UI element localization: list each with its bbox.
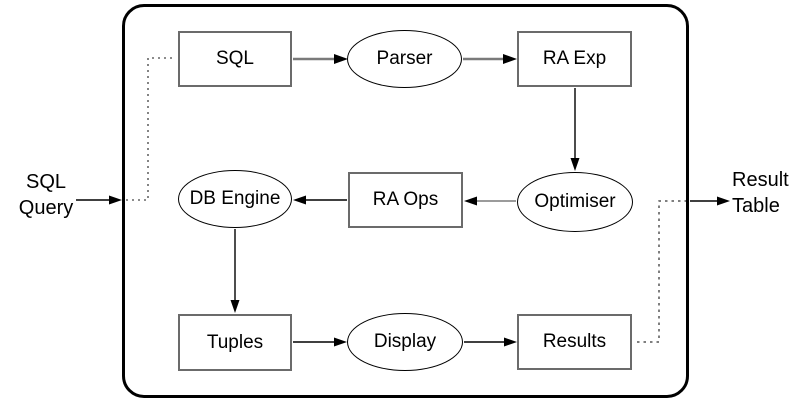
node-parser-label: Parser bbox=[376, 48, 433, 69]
node-ra-ops-label: RA Ops bbox=[372, 189, 439, 210]
node-ra-exp-label: RA Exp bbox=[542, 48, 607, 69]
node-ra-ops: RA Ops bbox=[348, 172, 463, 228]
edge-entry-dotted bbox=[126, 57, 174, 201]
output-label-line1: Result bbox=[732, 169, 789, 191]
node-parser: Parser bbox=[347, 30, 462, 88]
node-display: Display bbox=[347, 313, 463, 371]
edge-raexp-optimiser bbox=[570, 88, 580, 171]
edge-input-arrow bbox=[76, 195, 122, 205]
system-boundary bbox=[122, 4, 689, 398]
node-results: Results bbox=[517, 314, 632, 370]
output-label-line2: Table bbox=[732, 195, 780, 217]
node-tuples-label: Tuples bbox=[206, 331, 264, 353]
edge-dbengine-tuples bbox=[230, 229, 240, 313]
edge-display-results bbox=[464, 337, 517, 347]
node-ra-exp: RA Exp bbox=[517, 31, 632, 87]
edge-sql-parser bbox=[293, 54, 348, 64]
output-label: Result Table bbox=[732, 167, 811, 219]
edge-raops-dbengine bbox=[293, 195, 347, 205]
node-optimiser-label: Optimiser bbox=[534, 191, 616, 212]
input-label-line1: SQL bbox=[25, 171, 67, 193]
input-label: SQL Query bbox=[6, 169, 86, 221]
edge-exit-dotted bbox=[637, 200, 686, 343]
edge-parser-raexp bbox=[463, 54, 517, 64]
node-db-engine-label: DB Engine bbox=[189, 188, 281, 209]
input-label-line2: Query bbox=[18, 197, 74, 219]
edge-tuples-display bbox=[293, 337, 347, 347]
node-tuples: Tuples bbox=[178, 314, 292, 371]
node-results-label: Results bbox=[542, 331, 607, 352]
edge-optimiser-raops bbox=[464, 196, 516, 206]
node-display-label: Display bbox=[373, 331, 437, 352]
edge-output-arrow bbox=[690, 196, 730, 206]
node-sql: SQL bbox=[178, 31, 292, 87]
node-optimiser: Optimiser bbox=[517, 172, 633, 232]
node-db-engine: DB Engine bbox=[178, 170, 292, 228]
node-sql-label: SQL bbox=[215, 48, 255, 69]
